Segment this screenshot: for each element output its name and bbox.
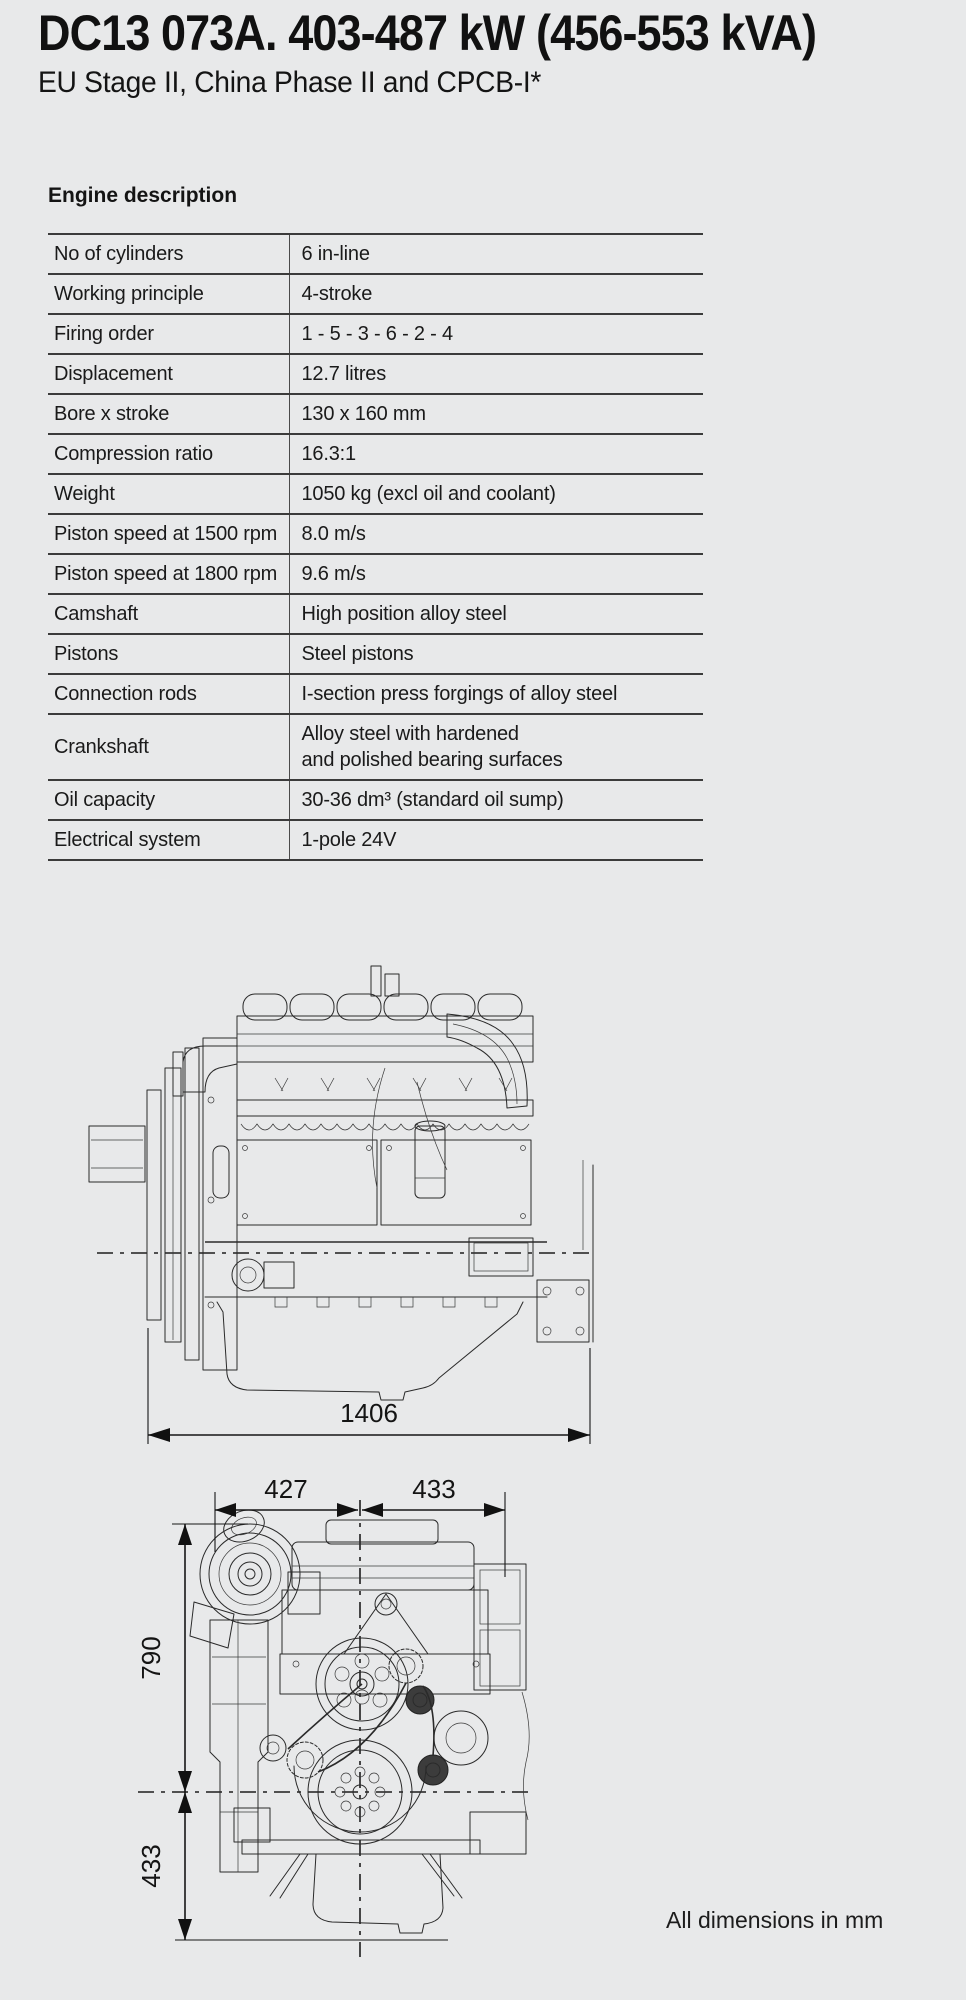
spec-label: Camshaft (48, 594, 290, 635)
page-subtitle: EU Stage II, China Phase II and CPCB-I* (38, 66, 542, 99)
spec-label: Weight (48, 474, 290, 515)
spec-value: 30-36 dm³ (standard oil sump) (289, 780, 703, 821)
spec-value: 6 in-line (289, 234, 703, 275)
height-dimensions: 790 433 (136, 1524, 448, 1941)
dimension-height-lower-label: 433 (136, 1844, 166, 1887)
spec-label: Electrical system (48, 820, 290, 861)
spec-label: Firing order (48, 314, 290, 355)
dimension-width-left-label: 427 (264, 1474, 307, 1504)
spec-label: Connection rods (48, 674, 290, 715)
belt-and-pulleys (259, 1637, 489, 1786)
spec-value: 1 - 5 - 3 - 6 - 2 - 4 (289, 314, 703, 355)
engine-side-view-drawing: 1406 (88, 965, 594, 1444)
spec-value: Steel pistons (289, 634, 703, 675)
engine-block (204, 1067, 548, 1308)
dimension-length-label: 1406 (340, 1398, 398, 1428)
engine-front-face (279, 1519, 527, 1695)
spec-value: 1050 kg (excl oil and coolant) (289, 474, 703, 515)
engine-front-view-drawing: 427 433 790 433 (136, 1474, 532, 1957)
spec-value: 16.3:1 (289, 434, 703, 475)
spec-label: Oil capacity (48, 780, 290, 821)
valve-cover-and-head (172, 965, 534, 1131)
spec-label: Working principle (48, 274, 290, 315)
spec-label: Piston speed at 1800 rpm (48, 554, 290, 595)
spec-value: 8.0 m/s (289, 514, 703, 555)
spec-value: 4-stroke (289, 274, 703, 315)
page-title: DC13 073A. 403-487 kW (456-553 kVA) (38, 5, 817, 61)
spec-label: Pistons (48, 634, 290, 675)
spec-label: No of cylinders (48, 234, 290, 275)
spec-value: 130 x 160 mm (289, 394, 703, 435)
flywheel-and-pto (88, 1037, 238, 1371)
spec-value: 12.7 litres (289, 354, 703, 395)
oil-sump (216, 1160, 594, 1401)
engine-description-heading: Engine description (48, 184, 238, 207)
spec-label: Crankshaft (48, 714, 290, 781)
spec-label: Compression ratio (48, 434, 290, 475)
spec-value: I-section press forgings of alloy steel (289, 674, 703, 715)
flywheel-housing (293, 1739, 427, 1845)
dimension-width-right-label: 433 (412, 1474, 455, 1504)
turbocharger (189, 1509, 321, 1649)
intake-duct-column (209, 1619, 269, 1873)
dimension-height-upper-label: 790 (136, 1636, 166, 1679)
spec-value: 1-pole 24V (289, 820, 703, 861)
dimensions-footnote: All dimensions in mm (666, 1907, 884, 1933)
width-dimensions: 427 433 (172, 1474, 506, 1577)
spec-value: High position alloy steel (289, 594, 703, 635)
length-dimension: 1406 (147, 1328, 591, 1444)
spec-label: Bore x stroke (48, 394, 290, 435)
spec-value: 9.6 m/s (289, 554, 703, 595)
mounts-and-sump (233, 1691, 530, 1934)
spec-value: Alloy steel with hardened and polished b… (289, 714, 703, 781)
spec-label: Displacement (48, 354, 290, 395)
spec-label: Piston speed at 1500 rpm (48, 514, 290, 555)
